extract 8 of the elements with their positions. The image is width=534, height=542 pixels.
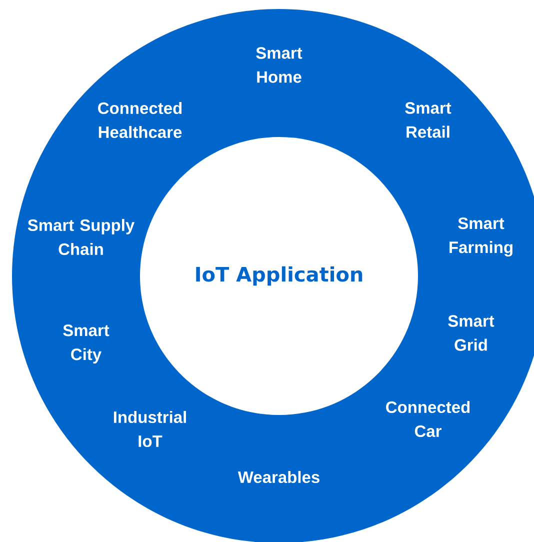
ring-label: Connected Healthcare (98, 102, 182, 138)
ring-label: Wearables (238, 470, 320, 484)
ring-label: Smart City (63, 324, 110, 364)
ring-label: Smart Farming (450, 217, 512, 256)
ring-label: Smart Retail (405, 102, 452, 138)
ring-label: Smart Supply Chain (28, 218, 135, 256)
ring-label: Smart Home (256, 47, 302, 83)
ring-label: Smart Grid (448, 315, 494, 351)
